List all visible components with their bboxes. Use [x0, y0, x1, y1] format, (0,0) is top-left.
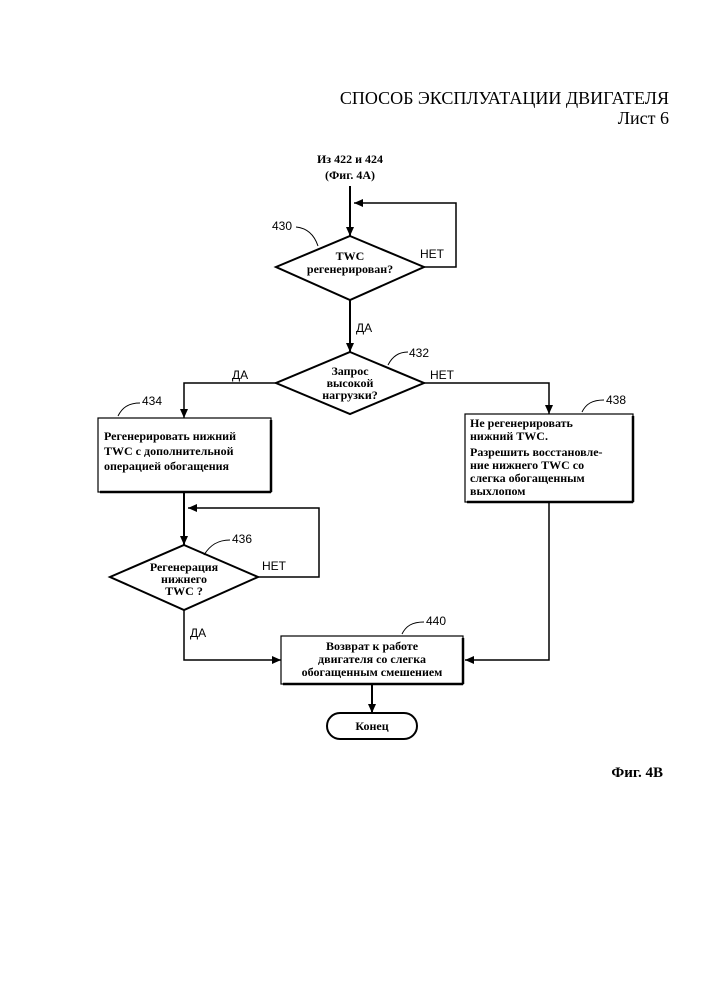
b434-ref: 434: [142, 394, 162, 408]
b440-ref: 440: [426, 614, 446, 628]
b440-line1: Возврат к работе: [326, 639, 419, 653]
d432-no-arrow: [424, 383, 549, 414]
b438-ref: 438: [606, 393, 626, 407]
d430-no-label: НЕТ: [420, 247, 445, 261]
b434-line3: операцией обогащения: [104, 459, 230, 473]
figure-label: Фиг. 4B: [611, 765, 663, 782]
decision-436: Регенерация нижнего TWC ?: [110, 545, 258, 610]
b440-ref-leader: [402, 622, 424, 634]
entry-label-line1: Из 422 и 424: [317, 152, 383, 166]
d430-yes-label: ДА: [356, 321, 372, 335]
d432-ref: 432: [409, 346, 429, 360]
d436-line3: TWC ?: [165, 584, 203, 598]
d432-ref-leader: [388, 352, 408, 365]
b438-line4: ние нижнего TWC со: [470, 458, 584, 472]
b438-line2: нижний TWC.: [470, 429, 548, 443]
b440-line2: двигателя со слегка: [318, 652, 426, 666]
b438-line1: Не регенерировать: [470, 416, 574, 430]
decision-432: Запрос высокой нагрузки?: [276, 352, 424, 414]
process-440: Возврат к работе двигателя со слегка обо…: [281, 636, 463, 684]
decision-430: TWC регенерирован?: [276, 236, 424, 300]
process-434: Регенерировать нижний TWC с дополнительн…: [98, 418, 271, 492]
d436-ref: 436: [232, 532, 252, 546]
b440-line3: обогащенным смешением: [302, 665, 443, 679]
b438-to-b440-arrow: [465, 502, 549, 660]
d436-ref-leader: [204, 540, 230, 555]
d430-line2: регенерирован?: [307, 262, 393, 276]
d432-yes-label: ДА: [232, 368, 248, 382]
end-label: Конец: [355, 719, 388, 733]
d432-line3: нагрузки?: [322, 388, 378, 402]
entry-label-line2: (Фиг. 4А): [325, 168, 375, 182]
d430-ref-leader: [296, 227, 318, 246]
d436-no-label: НЕТ: [262, 559, 287, 573]
d432-yes-arrow: [184, 383, 276, 418]
b438-line5: слегка обогащенным: [470, 471, 585, 485]
b438-line6: выхлопом: [470, 484, 525, 498]
d430-line1: TWC: [336, 249, 365, 263]
process-438: Не регенерировать нижний TWC. Разрешить …: [465, 414, 633, 502]
b434-ref-leader: [118, 403, 140, 416]
end-terminator: Конец: [327, 713, 417, 739]
b434-line1: Регенерировать нижний: [104, 429, 236, 443]
b438-line3: Разрешить восстановле-: [470, 445, 603, 459]
b438-ref-leader: [582, 400, 604, 412]
d430-ref: 430: [272, 219, 292, 233]
d432-no-label: НЕТ: [430, 368, 455, 382]
b434-line2: TWC с дополнительной: [104, 444, 234, 458]
d436-yes-label: ДА: [190, 626, 206, 640]
